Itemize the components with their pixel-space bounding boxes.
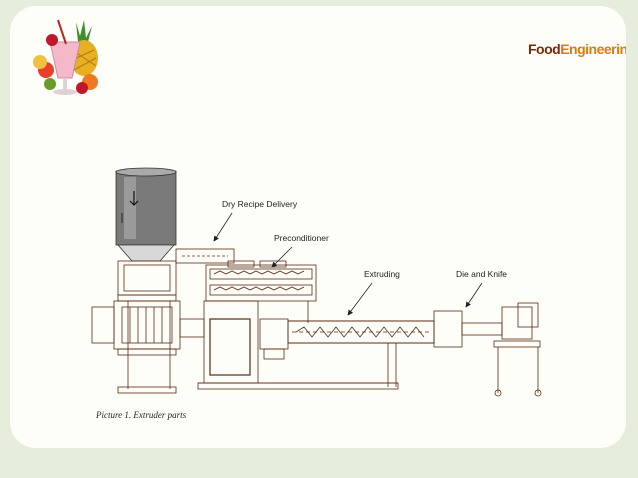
label-preconditioner: Preconditioner bbox=[274, 233, 329, 243]
food-engineering-logo: FoodEngineering bbox=[528, 41, 626, 57]
slide: FoodEngineering bbox=[10, 6, 626, 448]
label-die-and-knife: Die and Knife bbox=[456, 269, 507, 279]
preconditioner bbox=[205, 260, 317, 323]
label-extruding: Extruding bbox=[364, 269, 400, 279]
fruit-smoothie-icon bbox=[28, 14, 108, 104]
label-dry-recipe-delivery: Dry Recipe Delivery bbox=[222, 199, 298, 209]
hopper bbox=[115, 167, 177, 262]
gearbox bbox=[197, 300, 399, 390]
die-and-knife bbox=[433, 302, 542, 397]
extruder-diagram: Dry Recipe Delivery Preconditioner Extru… bbox=[91, 167, 542, 397]
motor bbox=[91, 300, 205, 394]
figure-caption: Picture 1. Extruder parts bbox=[96, 410, 187, 420]
extruder-barrel bbox=[287, 320, 435, 387]
